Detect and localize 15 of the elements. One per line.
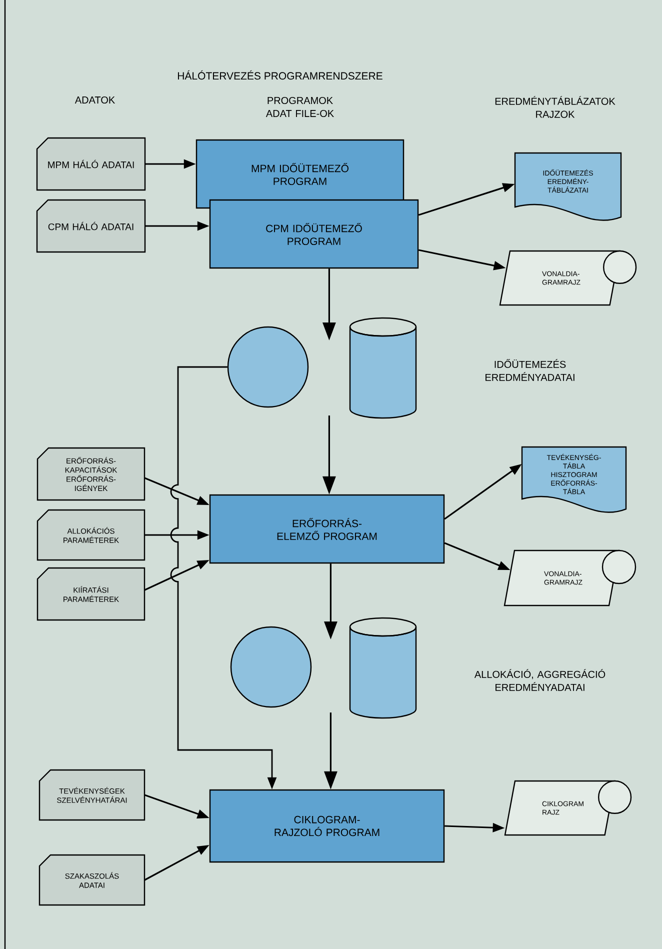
heading: ADATOK [74,96,115,104]
program-box: ERŐFORRÁS-ELEMZŐ PROGRAM [209,494,445,564]
heading: ALLOKÁCIÓ, AGGREGÁCIÓ EREDMÉNYADATAI [474,669,606,691]
heading: EREDMÉNYTÁBLÁZATOK RAJZOK [495,96,616,118]
data-cylinder [349,317,417,419]
heading: IDŐÜTEMEZÉS EREDMÉNYADATAI [486,359,574,381]
title: HÁLÓTERVEZÉS PROGRAMRENDSZERE [178,70,382,80]
data-card: CPM HÁLÓ ADATAI [36,199,146,253]
program-box: CPM IDŐÜTEMEZŐ PROGRAM [209,199,419,269]
data-cylinder [349,617,417,719]
heading: PROGRAMOK ADAT FILE-OK [266,96,334,118]
program-box: CIKLOGRAM-RAJZOLÓ PROGRAM [209,789,445,863]
data-circle [230,626,312,708]
data-card: MPM HÁLÓ ADATAI [36,137,146,191]
data-circle [227,326,309,408]
